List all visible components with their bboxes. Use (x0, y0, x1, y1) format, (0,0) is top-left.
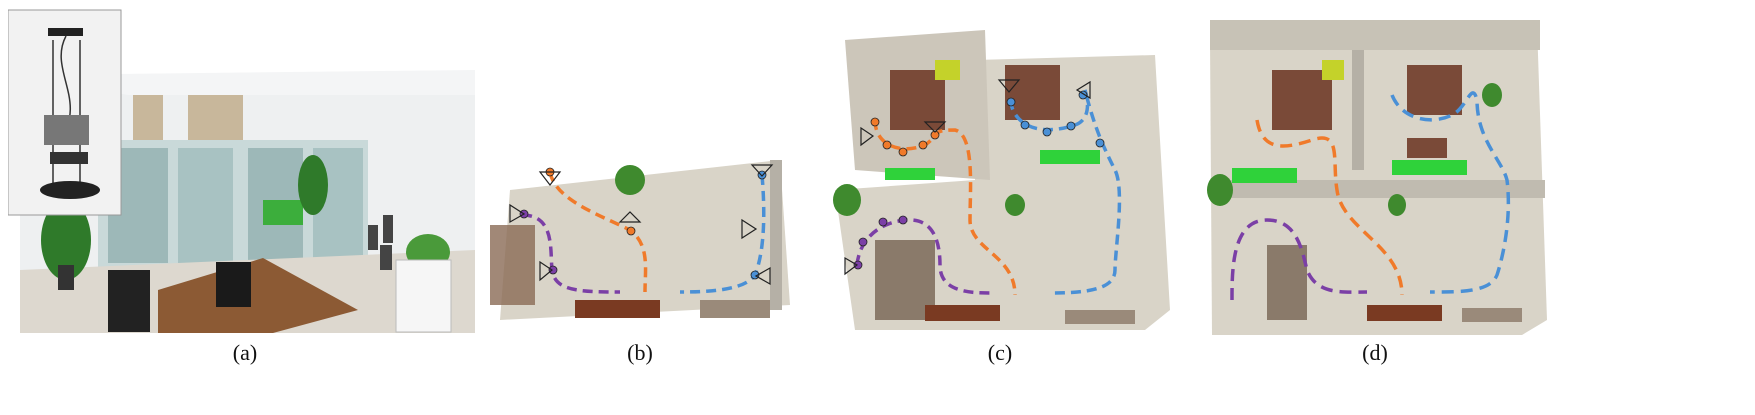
panel-a-photo (8, 0, 476, 415)
map-d (1207, 20, 1547, 335)
office-photo (8, 9, 475, 333)
map-b (490, 160, 790, 320)
panel-c-map (815, 0, 1185, 415)
caption-b: (b) (627, 340, 653, 365)
panel-d-map (1192, 0, 1552, 415)
caption-c: (c) (987, 340, 1013, 365)
caption-d: (d) (1362, 340, 1388, 365)
panel-b-map (480, 0, 810, 415)
map-c (833, 30, 1170, 330)
caption-a: (a) (232, 340, 258, 365)
